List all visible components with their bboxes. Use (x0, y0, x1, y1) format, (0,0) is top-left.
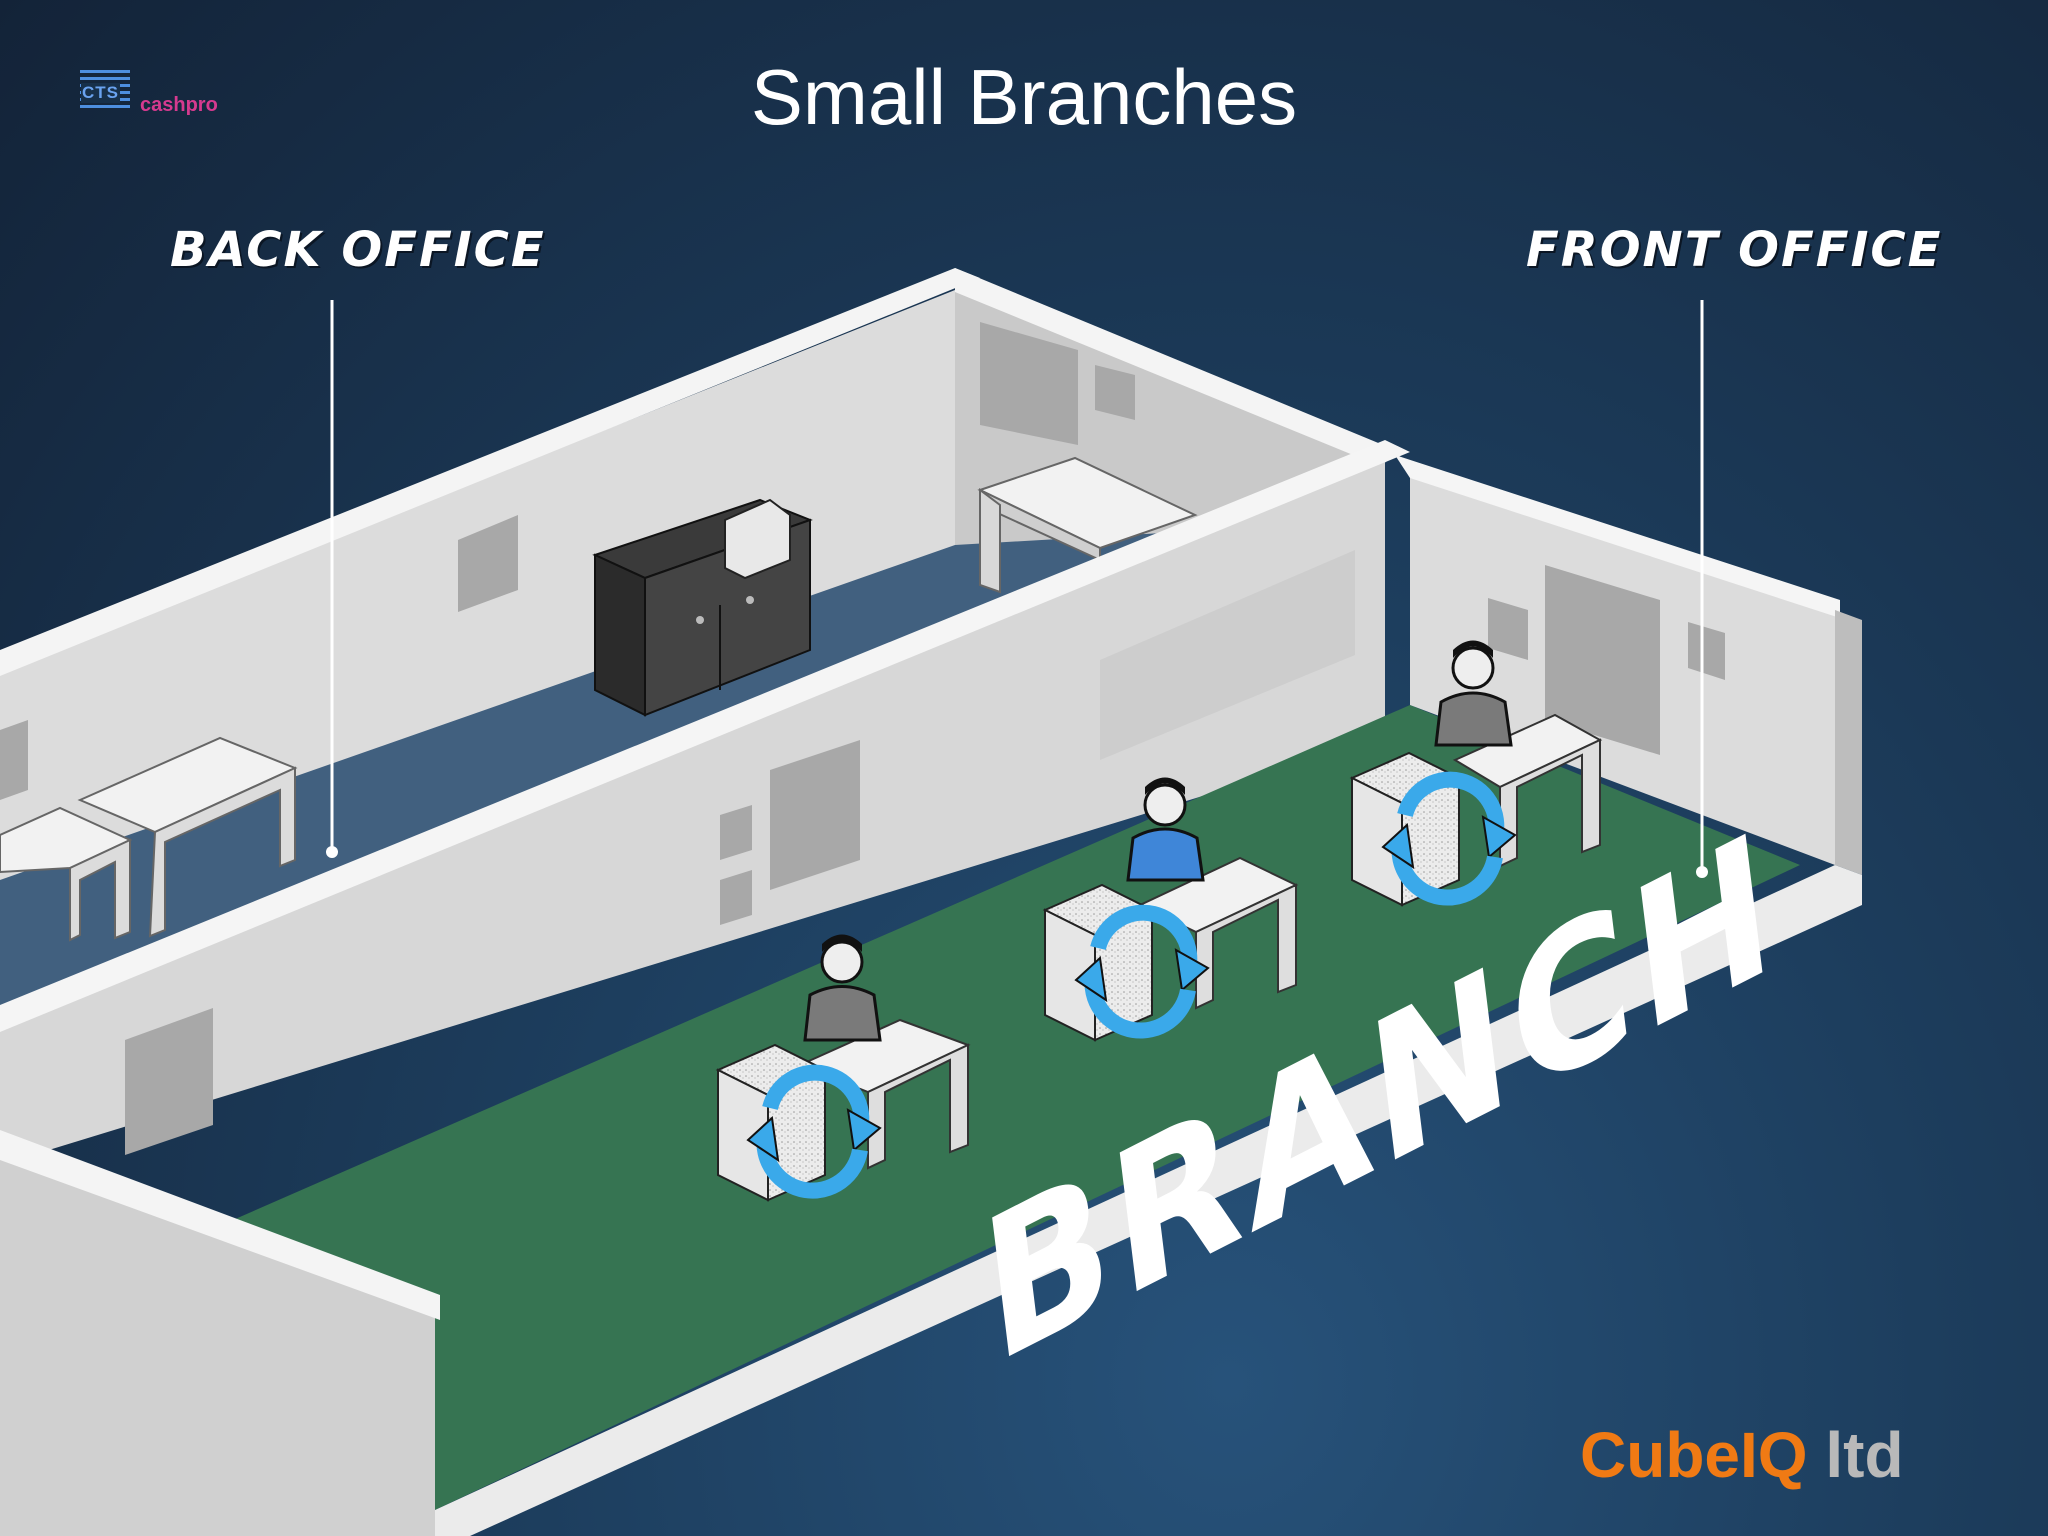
cash-recycler-icon (715, 1043, 828, 1202)
back-office-leader-dot (326, 846, 338, 858)
person-icon (803, 934, 882, 1042)
teller-station-1 (715, 934, 971, 1202)
left-end-wall-cap (0, 1130, 440, 1320)
wall-panel (980, 322, 1078, 445)
bench-icon (0, 806, 133, 942)
safe-icon (592, 498, 813, 717)
wall-panel (0, 720, 28, 800)
wall-panel (720, 870, 752, 925)
back-office-label: BACK OFFICE (170, 222, 546, 278)
wall-panel (1688, 622, 1725, 680)
cash-recycler-icon (1042, 883, 1155, 1042)
front-office-leader-dot (1696, 866, 1708, 878)
wall-panel (770, 740, 860, 890)
dividing-wall-cap (0, 440, 1410, 1032)
front-office-right-wall-cap (1395, 455, 1840, 618)
recycle-arrows-icon (1074, 904, 1210, 1039)
left-end-wall (0, 1150, 435, 1536)
person-icon (1434, 640, 1513, 747)
wall-panel (458, 515, 518, 612)
brand-name-main: CubeIQ (1580, 1419, 1808, 1491)
wall-panel (720, 805, 752, 860)
cash-recycler-icon (1349, 751, 1462, 907)
wall-panel (1545, 565, 1660, 755)
teller-station-3 (1349, 640, 1603, 907)
wall-panel (1095, 365, 1135, 420)
front-office-near-wall (435, 865, 1862, 1536)
dividing-wall (0, 460, 1385, 1165)
back-wall-cap-right (955, 268, 1400, 466)
brand-name-suffix: ltd (1825, 1419, 1904, 1491)
wall-panel (1488, 598, 1528, 660)
bench-icon (77, 736, 298, 938)
recycle-arrows-icon (1381, 771, 1517, 906)
cts-cashpro-logo: CTS cashpro (80, 70, 300, 130)
wall-panel (125, 1008, 213, 1155)
wall-panel (1100, 550, 1355, 760)
front-office-label: FRONT OFFICE (1526, 222, 1943, 278)
bench-icon (977, 456, 1198, 594)
logo-cts-text: CTS (81, 83, 120, 103)
front-wall-end (1835, 610, 1862, 875)
person-icon (1126, 777, 1205, 882)
logo-cashpro-text: cashpro (140, 94, 218, 116)
cubeiq-brand: CubeIQ ltd (1580, 1418, 1904, 1492)
recycle-arrows-icon (746, 1064, 882, 1199)
teller-station-2 (1042, 777, 1299, 1042)
back-wall-cap (0, 268, 980, 676)
page-title: Small Branches (750, 53, 1298, 141)
